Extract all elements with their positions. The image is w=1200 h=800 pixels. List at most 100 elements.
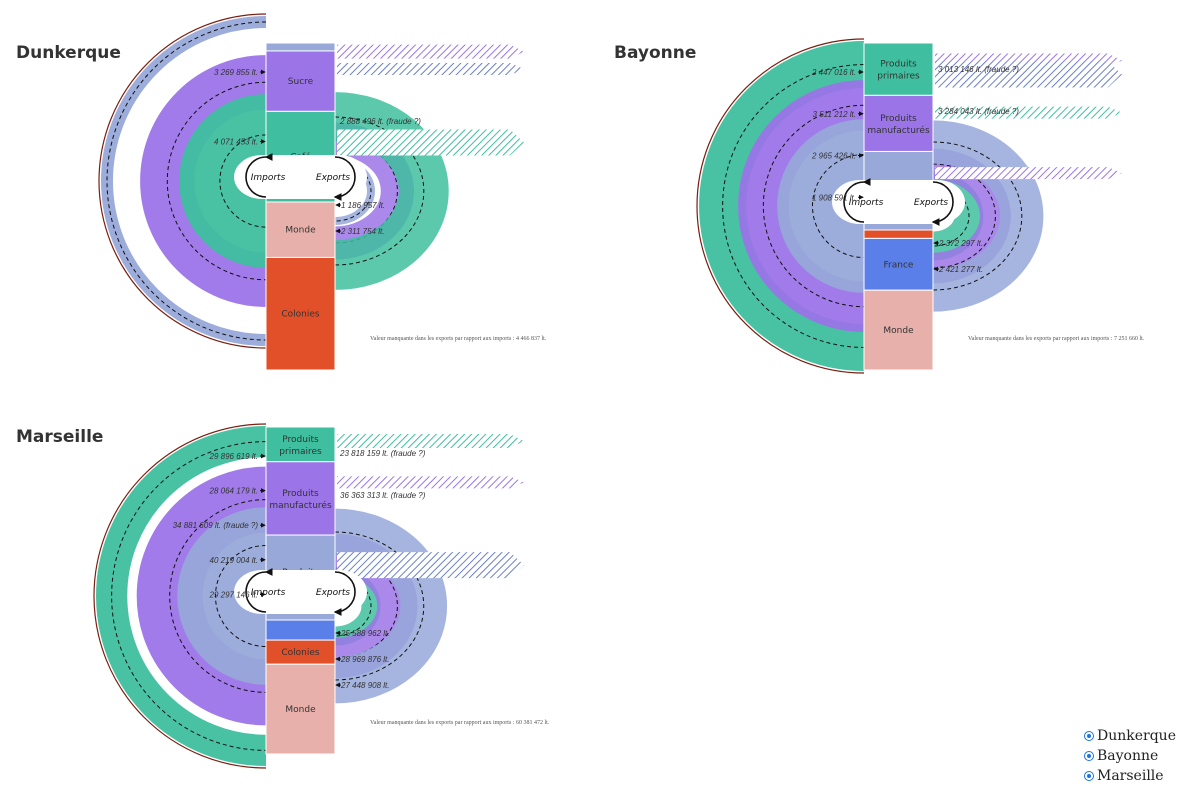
import-dash-line: [762, 104, 865, 308]
import-value-label: 29 297 146 lt.: [209, 590, 258, 599]
panel-title-marseille: Marseille: [16, 427, 104, 447]
imports-arrow-icon: [843, 177, 871, 223]
export-dash-line: [932, 141, 1023, 291]
import-value-label: 4 071 453 lt.: [214, 138, 258, 147]
export-value-label: 2 888 496 lt. (fraude ?): [339, 117, 421, 126]
radio-icon[interactable]: [1084, 731, 1094, 741]
legend-label-marseille: Marseille: [1097, 768, 1164, 784]
legend-item-dunkerque[interactable]: Dunkerque: [1084, 726, 1176, 746]
outer-border-arc: [93, 423, 267, 769]
partner-block-colonies: [265, 256, 336, 371]
partner-block-blank: [863, 229, 934, 239]
legend: Dunkerque Bayonne Marseille: [1084, 726, 1176, 786]
exports-label: Exports: [316, 173, 350, 183]
partner-value-label: 27 448 908 lt.: [340, 681, 389, 690]
center-hole: [262, 155, 339, 199]
missing-value-note: Valeur manquante dans les exports par ra…: [370, 336, 547, 342]
legend-label-dunkerque: Dunkerque: [1097, 728, 1176, 744]
export-hatch-arrow: [337, 433, 524, 448]
import-dash-line: [111, 441, 267, 751]
partner-label-colonies: Colonies: [281, 310, 320, 320]
import-dash-line: [215, 544, 267, 648]
partner-block-monde: [863, 289, 934, 371]
export-value-label: 36 363 313 lt. (fraude ?): [340, 491, 426, 500]
missing-value-note: Valeur manquante dans les exports par ra…: [370, 720, 550, 726]
export-dash-line: [334, 531, 425, 681]
partner-label-monde: Monde: [285, 705, 316, 715]
product-block-produits-manufactures: [265, 461, 336, 536]
import-dash-line: [169, 499, 267, 693]
panel-title-dunkerque: Dunkerque: [16, 43, 121, 63]
partner-value-label: 25 588 962 lt.: [340, 629, 389, 638]
exports-arrow-icon: [333, 156, 356, 201]
export-hatch-arrow: [337, 44, 524, 59]
imports-label: Imports: [849, 198, 884, 208]
outer-border-arc: [696, 38, 865, 374]
partner-value-label: 1 186 957 lt.: [341, 201, 385, 210]
imports-arrow-icon: [245, 152, 273, 198]
exports-arrow-icon: [931, 181, 954, 226]
import-value-label: 2 965 426 lt.: [811, 152, 856, 161]
product-block-blank: [265, 42, 336, 52]
partner-block-monde: [265, 663, 336, 755]
export-hatch-arrow: [935, 106, 1122, 119]
import-dash-line: [166, 81, 267, 281]
panel-dunkerque: SucreCaféMondeColoniesImportsExports3 26…: [98, 13, 547, 371]
partner-label-monde: Monde: [883, 326, 914, 336]
export-hatch-arrow: [935, 167, 1122, 180]
partner-label-france: France: [884, 260, 914, 270]
legend-item-marseille[interactable]: Marseille: [1084, 766, 1176, 786]
partner-value-label: 2 311 754 lt.: [340, 227, 384, 236]
export-hatch-arrow: [337, 63, 524, 76]
product-block-produits-primaires: [863, 42, 934, 96]
legend-item-bayonne[interactable]: Bayonne: [1084, 746, 1176, 766]
partner-block-colonies: [265, 639, 336, 665]
exports-label: Exports: [316, 588, 350, 598]
import-dash-line: [811, 153, 865, 259]
radio-icon[interactable]: [1084, 771, 1094, 781]
missing-value-note: Valeur manquante dans les exports par ra…: [968, 336, 1145, 342]
legend-label-bayonne: Bayonne: [1097, 748, 1159, 764]
import-value-label: 29 896 619 lt.: [209, 452, 258, 461]
partner-block-monde: [265, 201, 336, 258]
exports-arrow-icon: [333, 571, 356, 616]
product-label-sucre: Sucre: [288, 77, 314, 87]
export-hatch-arrow: [337, 129, 524, 156]
product-block-produits-primaires: [265, 426, 336, 463]
panel-bayonne: ProduitsprimairesProduitsmanufacturésPro…: [696, 38, 1145, 374]
partner-value-label: 28 969 876 lt.: [340, 655, 389, 664]
flow-arcs: [98, 13, 449, 349]
exports-label: Exports: [914, 198, 948, 208]
partner-block-france: [863, 237, 934, 291]
export-hatch-arrow: [337, 476, 524, 489]
import-value-label: 2 447 016 lt.: [811, 68, 856, 77]
export-dash-line: [334, 116, 425, 266]
import-arc-produits-primaires: [699, 41, 865, 371]
partner-value-label: 2 372 297 lt.: [938, 239, 983, 248]
center-hole: [262, 570, 339, 614]
import-value-label: 34 881 609 lt. (fraude ?): [173, 521, 259, 530]
import-value-label: 28 064 179 lt.: [209, 487, 258, 496]
partner-label-monde: Monde: [285, 226, 316, 236]
imports-arrow-icon: [245, 567, 273, 613]
partner-label-colonies: Colonies: [281, 648, 320, 658]
panel-title-bayonne: Bayonne: [614, 43, 697, 63]
radio-icon[interactable]: [1084, 751, 1094, 761]
partner-value-label: 2 421 277 lt.: [938, 265, 983, 274]
outer-border-arc: [98, 13, 267, 349]
export-hatch-arrow: [337, 552, 524, 579]
product-block-sucre: [265, 50, 336, 112]
export-value-label: 3 284 043 lt. (fraude ?): [938, 107, 1019, 116]
export-hatch-arrow: [935, 61, 1122, 88]
imports-label: Imports: [251, 588, 286, 598]
export-value-label: 23 818 159 lt. (fraude ?): [339, 449, 426, 458]
center-hole: [860, 180, 937, 224]
import-dash-line: [219, 134, 267, 228]
imports-label: Imports: [251, 173, 286, 183]
product-block-produits-manufactures: [863, 94, 934, 152]
